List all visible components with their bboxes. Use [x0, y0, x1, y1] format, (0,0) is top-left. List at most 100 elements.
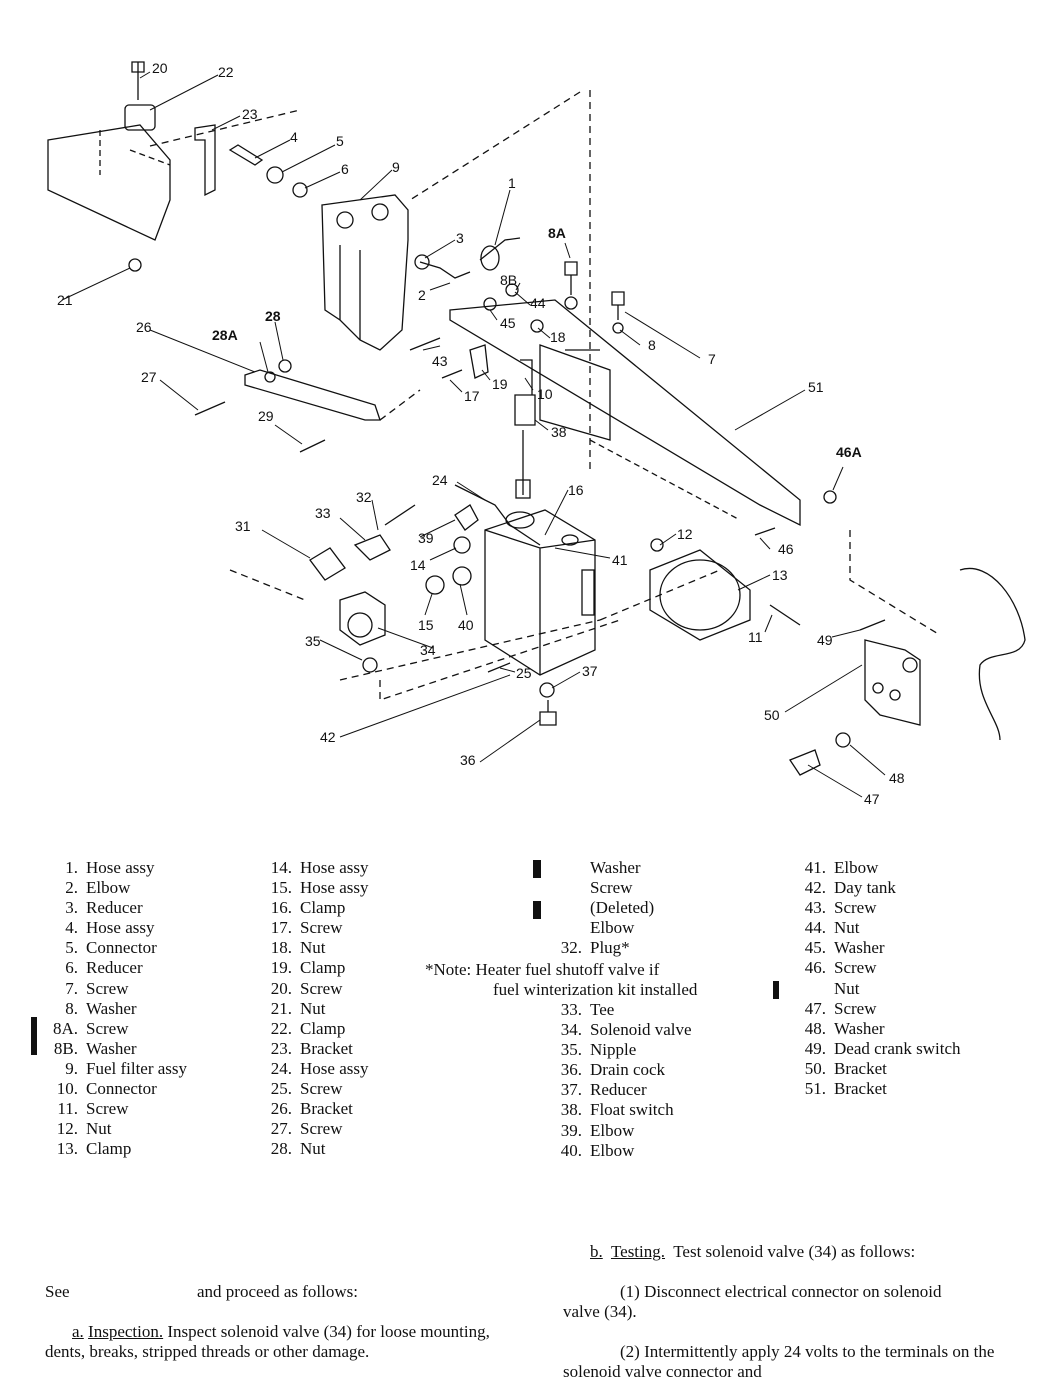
- legend-item-number: 15.: [270, 878, 292, 898]
- callout-17: 17: [464, 388, 480, 404]
- legend-item-label: Nut: [300, 1139, 326, 1159]
- washer-8b: [564, 296, 578, 310]
- washer-48: [835, 732, 851, 748]
- legend-item-number: 42.: [804, 878, 826, 898]
- testing-heading: b. Testing. Test solenoid valve (34) as …: [590, 1242, 915, 1262]
- legend-item-number: 25.: [270, 1079, 292, 1099]
- legend-item-number: 1.: [65, 858, 78, 877]
- callout-33: 33: [315, 505, 331, 521]
- callout-39: 39: [418, 530, 434, 546]
- dead-crank-switch-49: [859, 619, 886, 631]
- see-word: See: [45, 1282, 70, 1301]
- legend-item-label: Washer: [86, 998, 137, 1018]
- legend-item-label: Clamp: [300, 898, 346, 918]
- legend-item-number: 14.: [270, 858, 292, 877]
- legend-item: 50.Bracket: [780, 1059, 1040, 1079]
- legend-item-number: 26.: [270, 1099, 292, 1119]
- legend-item-number: 10.: [56, 1079, 78, 1099]
- callout-50: 50: [764, 707, 780, 723]
- screw-29: [299, 439, 326, 453]
- legend-item-number: 34.: [560, 1020, 582, 1040]
- callout-44: 44: [530, 295, 546, 311]
- clamp-13: [649, 549, 751, 641]
- connector-5: [266, 166, 284, 184]
- screw-27: [194, 401, 226, 416]
- legend-item-number: 38.: [560, 1100, 582, 1120]
- legend-item-label: Washer: [86, 1038, 137, 1058]
- legend-item: 20.Screw: [252, 979, 422, 999]
- callout-46A: 46A: [836, 444, 862, 460]
- step-2: (2) Intermittently apply 24 volts to the…: [563, 1342, 1003, 1382]
- legend-item-label: Clamp: [300, 958, 346, 978]
- legend-item: 5.Connector: [30, 938, 250, 958]
- callout-31: 31: [235, 518, 251, 534]
- screw-7: [611, 291, 625, 320]
- legend-item-label: Washer: [834, 1018, 885, 1038]
- nut-12: [650, 538, 664, 552]
- legend-item-number: 40.: [560, 1140, 582, 1160]
- elbow-39: [454, 504, 479, 531]
- legend-item-number: 19.: [270, 958, 292, 978]
- callout-7: 7: [708, 351, 716, 367]
- legend-item-label: Screw: [834, 958, 877, 978]
- legend-item-label: Screw: [86, 1099, 129, 1119]
- legend-item: 49.Dead crank switch: [780, 1039, 1040, 1059]
- change-bar: [533, 860, 541, 878]
- legend-item-label: Bracket: [300, 1099, 353, 1119]
- legend-item: 8A.Screw: [30, 1019, 250, 1039]
- legend-item: 10.Connector: [30, 1079, 250, 1099]
- legend-item: 38.Float switch: [520, 1100, 790, 1120]
- legend-item-label: Elbow: [590, 1120, 635, 1140]
- legend-item-number: 6.: [65, 958, 78, 978]
- legend-item-number: [520, 878, 590, 898]
- plug-32: [384, 504, 416, 526]
- callout-28A: 28A: [212, 327, 238, 343]
- legend-item-number: [780, 979, 834, 999]
- legend-item-number: 50.: [804, 1058, 826, 1078]
- fuel-filter-9: [321, 194, 409, 351]
- screw-46: [754, 527, 776, 536]
- legend-item-label: Screw: [300, 918, 343, 938]
- legend-item-label: Washer: [834, 938, 885, 958]
- inspection-paragraph: a. Inspection. Inspect solenoid valve (3…: [45, 1322, 505, 1362]
- heater-note: *Note: Heater fuel shutoff valve if fuel…: [425, 960, 697, 1000]
- legend-item-label: Connector: [86, 938, 157, 958]
- legend-item-number: 8.: [65, 998, 78, 1018]
- nipple-35: [362, 657, 378, 673]
- callout-21: 21: [57, 292, 73, 308]
- callout-40: 40: [458, 617, 474, 633]
- nut-21: [128, 258, 142, 272]
- callout-36: 36: [460, 752, 476, 768]
- legend-item-label: Nut: [300, 938, 326, 958]
- legend-item-number: 33.: [560, 1000, 582, 1019]
- callout-3: 3: [456, 230, 464, 246]
- drain-cock-36: [539, 700, 557, 726]
- note-line-1: *Note: Heater fuel shutoff valve if: [425, 960, 660, 979]
- legend-item: 11.Screw: [30, 1099, 250, 1119]
- legend-item-number: 36.: [560, 1060, 582, 1080]
- hose-24: [454, 484, 541, 546]
- legend-item: 32.Plug*: [520, 938, 790, 958]
- legend-item-number: 4.: [65, 918, 78, 938]
- callout-26: 26: [136, 319, 152, 335]
- legend-item-label: Hose assy: [300, 878, 369, 898]
- legend-item-number: 32.: [560, 938, 582, 958]
- legend-item-label: Dead crank switch: [834, 1038, 961, 1058]
- callout-14: 14: [410, 557, 426, 573]
- callout-12: 12: [677, 526, 693, 542]
- step-2-text: (2) Intermittently apply 24 volts to the…: [563, 1342, 995, 1381]
- callout-15: 15: [418, 617, 434, 633]
- callout-8A: 8A: [548, 225, 566, 241]
- legend-item-number: 9.: [65, 1058, 78, 1078]
- legend-item: Screw: [520, 878, 790, 898]
- legend-item: 41.Elbow: [780, 858, 1040, 878]
- screw-11: [769, 604, 801, 626]
- legend-item-number: 12.: [56, 1119, 78, 1139]
- callout-48: 48: [889, 770, 905, 786]
- elbow-14: [453, 536, 471, 554]
- elbow-31: [309, 547, 346, 581]
- legend-item: 6.Reducer: [30, 958, 250, 978]
